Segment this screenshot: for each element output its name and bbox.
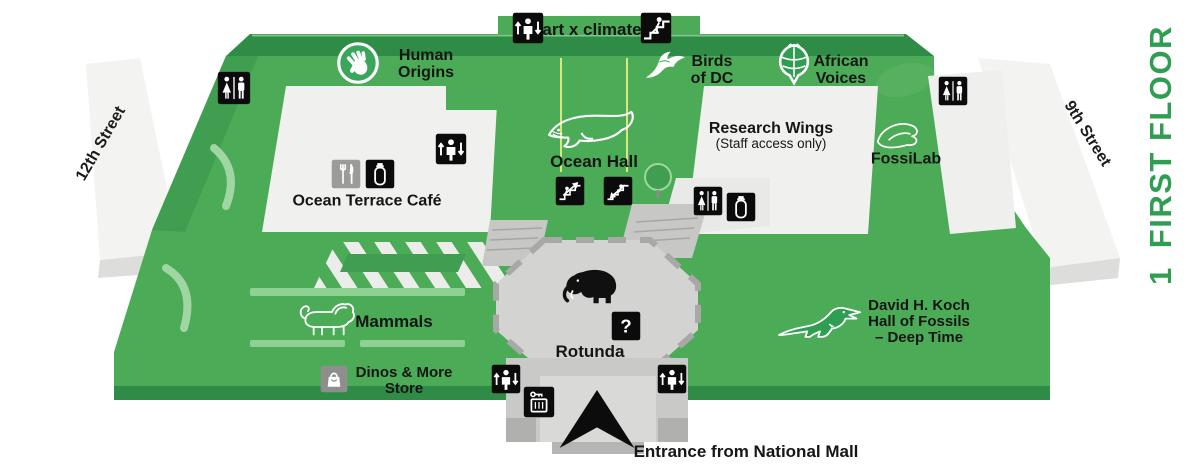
- water-bottle-icon: [726, 192, 756, 222]
- label-art-x-climate: art x climate: [542, 19, 642, 39]
- label-birds-of-dc: Birds of DC: [690, 52, 734, 87]
- label-ocean-hall: Ocean Hall: [550, 151, 638, 171]
- bird-icon: [640, 48, 688, 86]
- floor-indicator: 1 FIRST FLOOR: [1143, 25, 1179, 285]
- label-ocean-terrace-cafe: Ocean Terrace Café: [292, 192, 442, 210]
- room-ocean-terrace-cafe: [262, 86, 498, 232]
- food-icon: [331, 159, 361, 189]
- label-dinos-more-store: Dinos & More Store: [355, 363, 453, 397]
- label-rotunda: Rotunda: [555, 341, 625, 361]
- floor-number: 1: [1143, 266, 1178, 285]
- lion-icon: [297, 295, 357, 339]
- restroom-icon: [693, 186, 723, 216]
- information-icon: [611, 311, 641, 341]
- elephant-icon: [558, 265, 622, 305]
- mask-icon: [775, 42, 813, 88]
- stairs-icon: [640, 12, 672, 44]
- entrance-arrow-icon: [559, 390, 635, 448]
- label-african-voices: African Voices: [813, 52, 869, 87]
- label-koch-hall: David H. Koch Hall of Fossils – Deep Tim…: [868, 296, 970, 347]
- label-entrance: Entrance from National Mall: [633, 441, 859, 461]
- fossil-icon: [873, 115, 923, 153]
- escalator-down-icon: [603, 176, 633, 206]
- label-research-wings: Research Wings (Staff access only): [708, 120, 834, 152]
- room-east-wing: [928, 70, 1016, 234]
- rotunda-floor: [493, 237, 701, 375]
- elevator-icon: [491, 364, 521, 394]
- restroom-icon: [938, 76, 968, 106]
- restroom-icon: [217, 71, 251, 105]
- hand-icon: [336, 41, 380, 85]
- escalator-up-icon: [555, 176, 585, 206]
- street-block-east: [978, 58, 1120, 286]
- elevator-icon: [512, 12, 544, 44]
- whale-icon: [545, 108, 641, 152]
- label-mammals: Mammals: [355, 311, 433, 331]
- trex-icon: [775, 304, 865, 346]
- floor-name: FIRST FLOOR: [1143, 25, 1178, 249]
- store-icon: [320, 365, 348, 393]
- label-human-origins: Human Origins: [397, 46, 455, 81]
- elevator-icon: [657, 364, 687, 394]
- label-fossilab: FossiLab: [870, 150, 942, 168]
- elevator-icon: [435, 133, 467, 165]
- water-bottle-icon: [365, 159, 395, 189]
- roof-band: [226, 34, 934, 56]
- lockers-icon: [523, 386, 555, 418]
